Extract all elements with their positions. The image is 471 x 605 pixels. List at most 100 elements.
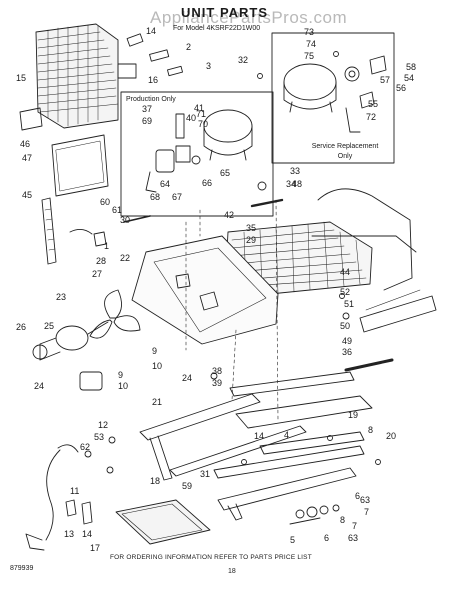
part-number-8: 8 xyxy=(368,425,374,435)
part-number-62: 62 xyxy=(80,442,91,452)
part-number-14a: 14 xyxy=(146,26,157,36)
part-number-66: 66 xyxy=(202,178,213,188)
part-number-36: 36 xyxy=(342,347,353,357)
part-number-1: 1 xyxy=(104,241,110,251)
condenser-coil xyxy=(225,221,373,295)
part-number-75: 75 xyxy=(304,51,315,61)
production-compressor xyxy=(145,109,253,193)
part-number-58: 58 xyxy=(406,62,417,72)
part-number-60: 60 xyxy=(100,197,111,207)
part-number-19: 19 xyxy=(348,410,359,420)
drier-tube xyxy=(250,198,284,208)
part-number-46: 46 xyxy=(20,139,31,149)
service-replacement-box xyxy=(271,32,395,164)
part-number-72: 72 xyxy=(366,112,377,122)
part-number-68: 68 xyxy=(150,192,161,202)
production-only-label: Production Only xyxy=(126,96,176,103)
part-number-5: 5 xyxy=(290,535,296,545)
part-number-65: 65 xyxy=(220,168,231,178)
part-number-50: 50 xyxy=(340,321,351,331)
part-number-73: 73 xyxy=(304,27,315,37)
part-number-35: 35 xyxy=(246,223,257,233)
page-title: UNIT PARTS xyxy=(181,5,269,20)
part-number-59: 59 xyxy=(182,481,193,491)
part-number-31: 31 xyxy=(200,469,211,479)
part-clip-2 xyxy=(167,65,183,77)
part-number-55: 55 xyxy=(368,99,379,109)
service-replacement-label: Service Replacement Only xyxy=(300,142,390,162)
part-number-21: 21 xyxy=(152,397,163,407)
relay xyxy=(175,113,185,139)
part-number-71: 71 xyxy=(196,109,207,119)
part-number-63b: 63 xyxy=(348,533,359,543)
part-number-6b: 6 xyxy=(324,533,330,543)
defrost-control xyxy=(79,371,103,391)
part-number-3: 3 xyxy=(206,61,212,71)
part-number-14b: 14 xyxy=(254,431,265,441)
screw xyxy=(257,73,263,79)
part-number-18: 18 xyxy=(150,476,161,486)
fan-blade xyxy=(89,289,141,339)
service-replacement-line2: Only xyxy=(337,153,353,160)
part-number-25: 25 xyxy=(44,321,55,331)
part-number-7b: 7 xyxy=(352,521,358,531)
part-number-14c: 14 xyxy=(82,529,93,539)
ordering-info: FOR ORDERING INFORMATION REFER TO PARTS … xyxy=(110,554,312,561)
part-number-9: 9 xyxy=(152,346,158,356)
part-clip xyxy=(126,33,144,47)
drain-pan xyxy=(115,499,211,545)
machine-base xyxy=(131,235,279,345)
part-number-27: 27 xyxy=(92,269,103,279)
part-number-22: 22 xyxy=(120,253,131,263)
evaporator-coil xyxy=(35,23,119,129)
part-number-24a: 24 xyxy=(182,373,193,383)
part-bushing xyxy=(81,501,93,525)
part-number-37: 37 xyxy=(142,104,153,114)
part-number-48: 48 xyxy=(292,179,303,189)
part-number-28: 28 xyxy=(96,256,107,266)
part-number-33: 33 xyxy=(290,166,301,176)
part-number-74: 74 xyxy=(306,39,317,49)
screw-33 xyxy=(257,181,267,191)
page-number: 18 xyxy=(228,568,236,575)
part-number-8b: 8 xyxy=(340,515,346,525)
part-number-7: 7 xyxy=(364,507,370,517)
part-number-13: 13 xyxy=(64,529,75,539)
watermark: AppliancePartsPros.com xyxy=(150,8,348,27)
document-code: 879939 xyxy=(10,565,34,572)
part-number-30: 30 xyxy=(120,215,131,225)
part-number-41: 41 xyxy=(194,103,205,113)
part-number-53: 53 xyxy=(94,432,105,442)
service-compressor xyxy=(283,51,387,133)
pad xyxy=(19,107,43,131)
part-number-2: 2 xyxy=(186,42,192,52)
part-number-24b: 24 xyxy=(34,381,45,391)
part-number-23: 23 xyxy=(56,292,67,302)
part-number-20: 20 xyxy=(386,431,397,441)
service-replacement-line1: Service Replacement xyxy=(311,143,379,150)
part-number-54: 54 xyxy=(404,73,415,83)
part-number-38: 38 xyxy=(212,366,223,376)
production-only-box xyxy=(120,91,274,217)
part-number-9b: 9 xyxy=(118,370,124,380)
part-number-52: 52 xyxy=(340,287,351,297)
evaporator-frame xyxy=(51,134,109,197)
part-number-17: 17 xyxy=(90,543,101,553)
part-number-45: 45 xyxy=(22,190,33,200)
part-number-63a: 63 xyxy=(360,495,371,505)
fan-motor xyxy=(32,321,109,361)
part-number-10: 10 xyxy=(152,361,163,371)
part-number-69: 69 xyxy=(142,116,153,126)
part-number-4: 4 xyxy=(284,430,290,440)
part-number-26: 26 xyxy=(16,322,27,332)
part-number-49: 49 xyxy=(342,336,353,346)
part-number-70: 70 xyxy=(198,119,209,129)
part-number-61: 61 xyxy=(112,205,123,215)
part-number-42: 42 xyxy=(224,210,235,220)
drain-strip xyxy=(41,197,57,265)
part-bracket xyxy=(149,49,170,62)
roller-assembly xyxy=(289,504,340,525)
part-number-32: 32 xyxy=(238,55,249,65)
lower-frame xyxy=(139,371,373,481)
